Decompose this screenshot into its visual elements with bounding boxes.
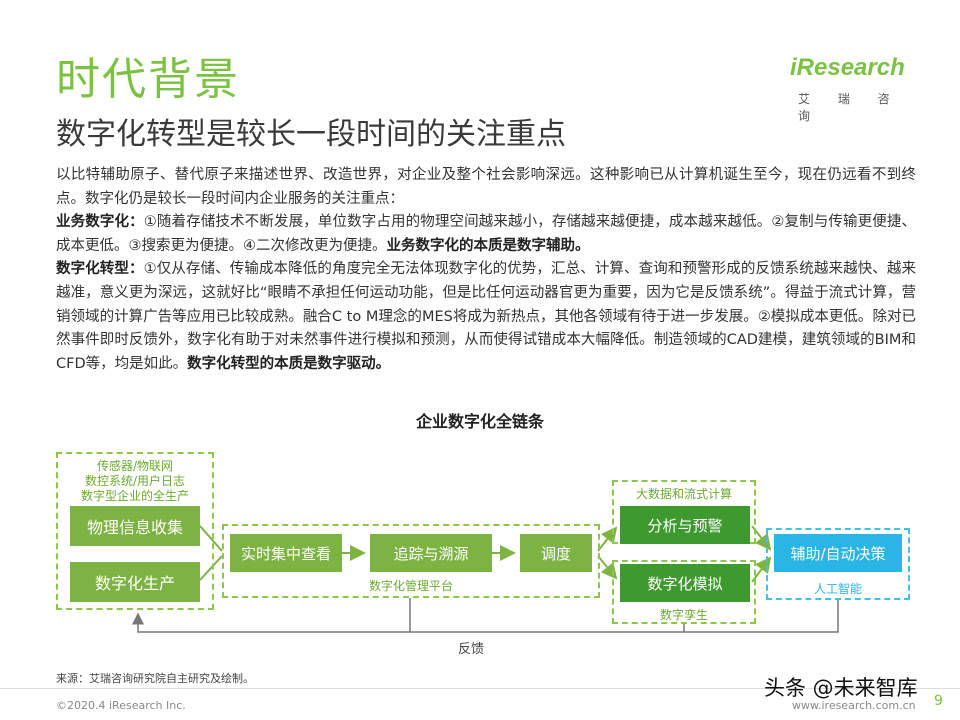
website-url: www.iresearch.com.cn <box>792 699 916 712</box>
node-decision: 辅助/自动决策 <box>774 534 902 572</box>
node-simulation: 数字化模拟 <box>620 564 750 602</box>
source-group <box>56 452 214 610</box>
node-collect: 物理信息收集 <box>70 506 200 546</box>
business-digitization-paragraph: 业务数字化：①随着存储技术不断发展，单位数字占用的物理空间越来越小，存储越来越便… <box>56 214 916 254</box>
bigdata-label: 大数据和流式计算 <box>635 487 732 501</box>
page-title: 时代背景 <box>56 54 240 105</box>
intro-paragraph: 以比特辅助原子、替代原子来描述世界、改造世界，对企业及整个社会影响深远。这种影响… <box>56 167 916 207</box>
source-labels: 传感器/物联网 数控系统/用户日志 数字型企业的全生产 <box>80 459 189 503</box>
ai-label: 人工智能 <box>813 582 862 596</box>
digital-transformation-label: 数字化转型： <box>56 261 144 278</box>
feedback-line <box>132 600 839 633</box>
platform-label: 数字化管理平台 <box>368 579 453 593</box>
copyright-text: ©2020.4 iResearch Inc. <box>56 699 186 712</box>
node-dispatch: 调度 <box>520 534 592 572</box>
arrow-produce-platform <box>199 555 223 581</box>
source-note: 来源：艾瑞咨询研究院自主研究及绘制。 <box>56 672 254 685</box>
node-trace: 追踪与溯源 <box>370 534 492 572</box>
decision-group <box>766 528 910 600</box>
watermark-text: 头条 @未来智库 <box>764 676 918 700</box>
arrow-collect-platform <box>199 525 223 552</box>
diagram-title: 企业数字化全链条 <box>415 412 544 431</box>
platform-group <box>222 524 600 598</box>
twin-group <box>612 560 756 624</box>
page-number: 9 <box>934 693 943 709</box>
logo-wordmark: iResearch <box>790 54 905 81</box>
logo-chinese: 艾 瑞 咨 询 <box>798 92 902 123</box>
business-digitization-essence: 业务数字化的本质是数字辅助。 <box>386 237 590 254</box>
digital-transformation-paragraph: 数字化转型：①仅从存储、传输成本降低的角度完全无法体现数字化的优势，汇总、计算、… <box>56 261 916 372</box>
footer-divider <box>0 688 960 689</box>
node-realtime: 实时集中查看 <box>230 534 342 572</box>
digital-transformation-essence: 数字化转型的本质是数字驱动。 <box>187 355 391 372</box>
node-analysis: 分析与预警 <box>620 506 750 544</box>
body-text: 以比特辅助原子、替代原子来描述世界、改造世界，对企业及整个社会影响深远。这种影响… <box>56 164 916 376</box>
feedback-label: 反馈 <box>458 642 485 657</box>
page-subtitle: 数字化转型是较长一段时间的关注重点 <box>56 117 566 152</box>
business-digitization-label: 业务数字化： <box>56 214 144 231</box>
twin-label: 数字孪生 <box>659 608 708 622</box>
iresearch-logo: iResearch 艾 瑞 咨 询 <box>790 50 920 123</box>
node-produce: 数字化生产 <box>70 562 200 602</box>
